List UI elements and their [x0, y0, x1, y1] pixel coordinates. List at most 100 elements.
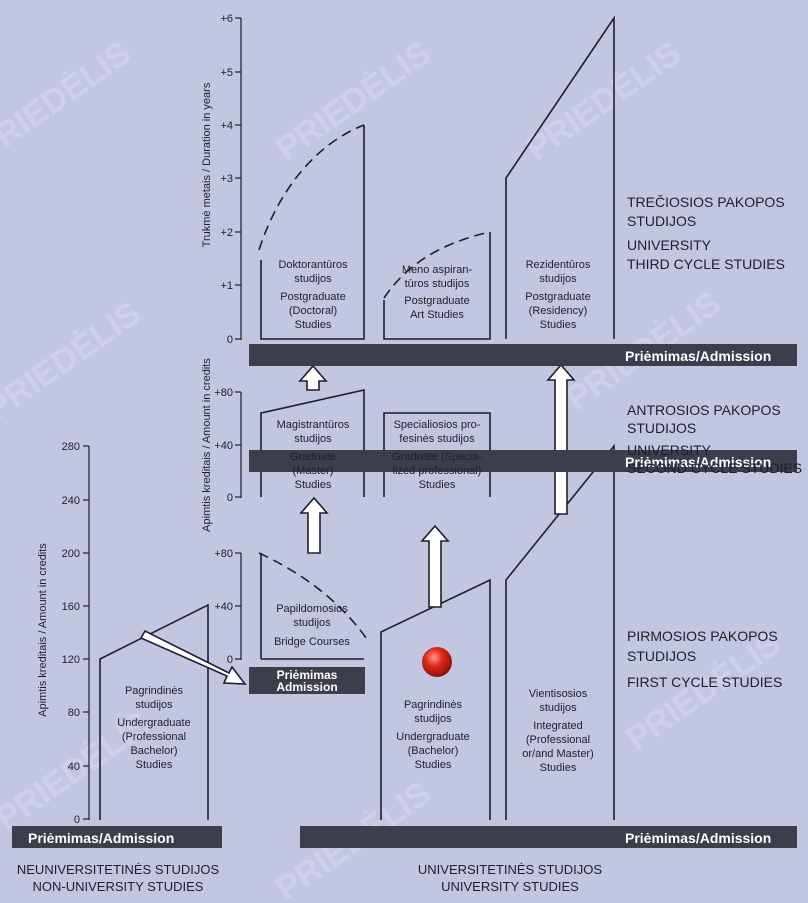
first-cycle-label: PIRMOSIOS PAKOPOS	[627, 628, 778, 644]
watermark-text: PRIEDĖLIS	[0, 294, 148, 428]
credit-tick: 0	[227, 654, 233, 666]
admission-bar-university	[300, 826, 797, 848]
professional-bachelor-label: Pagrindinės	[125, 685, 184, 697]
professional-bachelor-label: Undergraduate	[117, 717, 190, 729]
admission-label-stacked: Priėmimas	[277, 668, 338, 682]
art-box	[383, 232, 491, 340]
professional-bachelor-label: Studies	[136, 759, 173, 771]
credit-tick: +80	[214, 548, 233, 560]
integrated-label: studijos	[539, 702, 577, 714]
admission-bars	[249, 344, 797, 366]
duration-tick: +1	[220, 280, 233, 292]
doctoral-box	[260, 125, 365, 340]
credit-tick: 40	[68, 761, 80, 773]
second-cycle-label: UNIVERSITY	[627, 442, 712, 458]
up-arrow	[546, 363, 576, 515]
study-shapes	[99, 15, 615, 820]
red-dot	[422, 647, 452, 677]
integrated-label: or/and Master)	[522, 748, 594, 760]
bachelor-label: studijos	[414, 713, 452, 725]
non-university-footer: NEUNIVERSITETINĖS STUDIJOS	[17, 862, 220, 877]
master-label: Graduate	[290, 451, 336, 463]
third-cycle-label: TREČIOSIOS PAKOPOS	[627, 194, 785, 210]
doctoral-label: (Doctoral)	[289, 305, 337, 317]
specialized-label: Graduate (Specia-	[392, 451, 482, 463]
art-label: Postgraduate	[404, 295, 469, 307]
doctoral-label: Doktorantūros	[278, 259, 348, 271]
professional-bachelor-label: (Professional	[122, 731, 186, 743]
integrated-label: (Professional	[526, 734, 590, 746]
integrated-label: Vientisosios	[529, 688, 588, 700]
second-cycle-label: ANTROSIOS PAKOPOS	[627, 402, 781, 418]
residency-label: studijos	[539, 273, 577, 285]
credit-tick: 0	[74, 814, 80, 826]
duration-axis-label: Trukmė metais / Duration in years	[201, 82, 213, 247]
bridge-label: Bridge Courses	[274, 636, 350, 648]
up-arrow	[298, 364, 328, 391]
credit-tick: 120	[62, 654, 80, 666]
integrated-label: Studies	[540, 762, 577, 774]
up-arrow	[420, 524, 450, 608]
credit-tick: 160	[62, 601, 80, 613]
professional-bachelor-box	[99, 603, 209, 820]
second-cycle-label: SECOND CYCLE STUDIES	[627, 460, 802, 476]
professional-bachelor-label: Bachelor)	[130, 745, 177, 757]
master-label: Studies	[295, 479, 332, 491]
specialized-label: Specialiosios pro-	[394, 419, 481, 431]
specialized-label: lized professional)	[393, 465, 482, 477]
bachelor-label: Studies	[415, 759, 452, 771]
residency-box	[505, 15, 615, 339]
first-cycle-label: FIRST CYCLE STUDIES	[627, 674, 782, 690]
art-dashed-curve	[383, 231, 491, 299]
residency-label: (Residency)	[529, 305, 588, 317]
progression-arrows	[139, 363, 576, 685]
duration-tick: +2	[220, 227, 233, 239]
third-cycle-label: THIRD CYCLE STUDIES	[627, 256, 785, 272]
watermark-text: PRIEDĖLIS	[519, 34, 688, 168]
credit-tick: 280	[62, 441, 80, 453]
university-footer: UNIVERSITY STUDIES	[441, 879, 579, 894]
credit-tick: 0	[227, 492, 233, 504]
watermark-text: PRIEDĖLIS	[269, 34, 438, 168]
first-cycle-label: STUDIJOS	[627, 648, 696, 664]
specialized-label: Studies	[419, 479, 456, 491]
doctoral-label: studijos	[294, 273, 332, 285]
bridge-label: Papildomosios	[276, 603, 348, 615]
master-label: (Master)	[293, 465, 334, 477]
credit-tick: +40	[214, 440, 233, 452]
duration-tick: +6	[220, 13, 233, 25]
credit-tick: 200	[62, 548, 80, 560]
watermark-text: PRIEDĖLIS	[0, 34, 138, 168]
bachelor-label: Undergraduate	[396, 731, 469, 743]
doctoral-label: Postgraduate	[280, 291, 345, 303]
non-university-footer: NON-UNIVERSITY STUDIES	[33, 879, 204, 894]
art-label: Meno aspiran-	[402, 264, 473, 276]
specialized-label: fesinės studijos	[399, 433, 475, 445]
admission-bar-bridge	[249, 667, 365, 694]
credits-axis-label: Apimtis kreditais / Amount in credits	[201, 358, 213, 532]
admission-label-stacked: Admission	[276, 680, 337, 694]
university-footer: UNIVERSITETINĖS STUDIJOS	[418, 862, 603, 877]
third-cycle-label: UNIVERSITY	[627, 237, 712, 253]
integrated-label: Integrated	[533, 720, 583, 732]
credits-axis-second-cycle	[235, 391, 242, 498]
duration-tick: +4	[220, 120, 233, 132]
master-label: studijos	[294, 433, 332, 445]
credits-axis-bridge	[235, 552, 242, 660]
third-cycle-label: STUDIJOS	[627, 213, 696, 229]
credit-tick: +40	[214, 601, 233, 613]
credit-tick: +80	[214, 387, 233, 399]
residency-label: Studies	[540, 319, 577, 331]
up-arrow	[299, 496, 329, 554]
admission-label: Priėmimas/Admission	[625, 830, 771, 846]
admission-label: Priėmimas/Admission	[28, 830, 174, 846]
bachelor-label: Pagrindinės	[404, 699, 463, 711]
professional-bachelor-label: studijos	[135, 699, 173, 711]
duration-axis	[235, 17, 242, 340]
admission-bar-third	[249, 344, 797, 366]
credit-tick: 80	[68, 707, 80, 719]
diagonal-arrow	[139, 629, 247, 685]
admission-label: Priėmimas/Admission	[625, 348, 771, 364]
master-label: Magistrantūros	[277, 419, 350, 431]
